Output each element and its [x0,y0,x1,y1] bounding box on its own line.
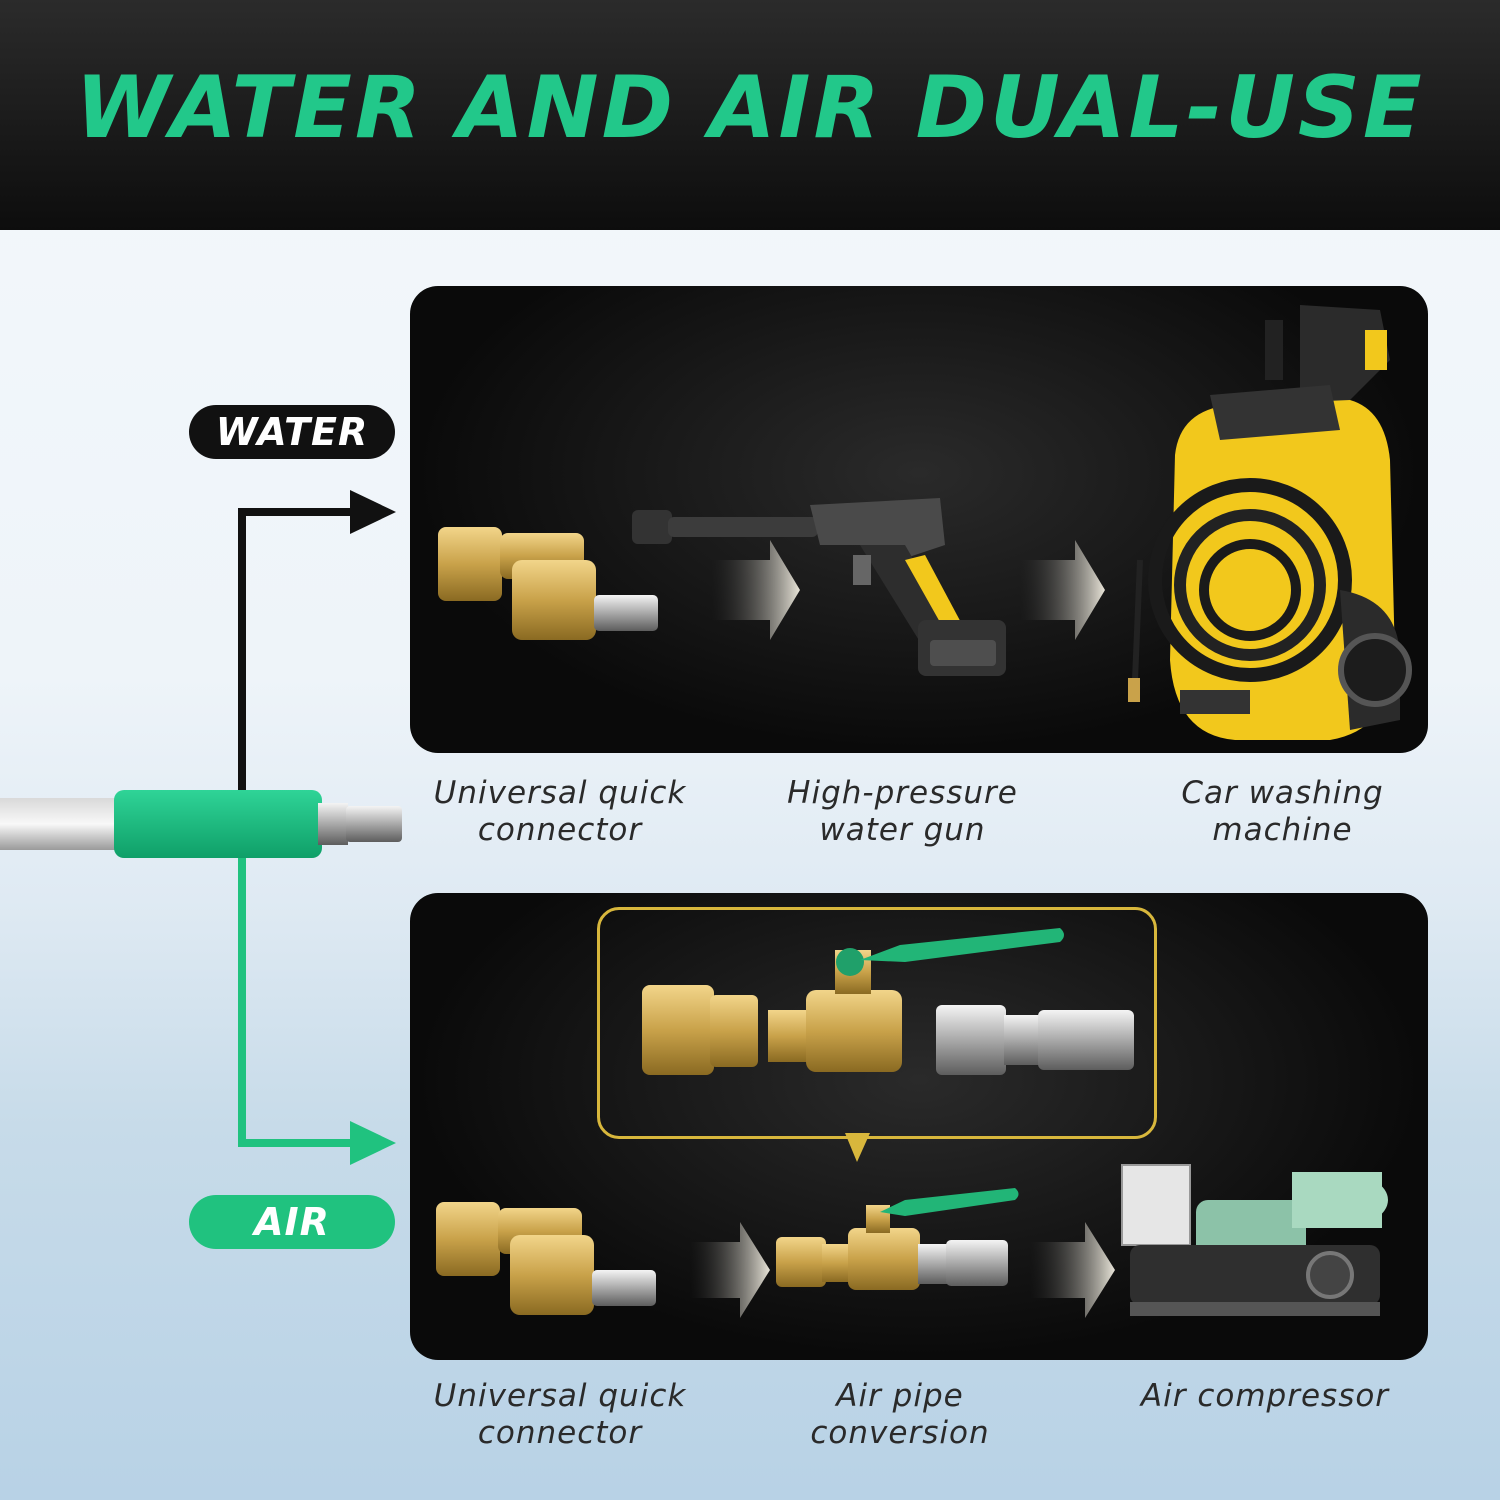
air-label-pill: AIR [189,1195,395,1249]
caption-line: High-pressure [787,775,1018,811]
water-caption-connector: Universal quick connector [410,775,710,849]
page-title: WATER AND AIR DUAL-USE [75,58,1425,158]
caption-line: machine [1212,812,1353,848]
car-washer-icon [1128,305,1412,740]
zoom-pointer [845,1133,870,1162]
caption-line: Universal quick [433,1378,687,1414]
pressure-gun-icon [632,498,1006,676]
water-label-pill: WATER [189,405,395,459]
arrow-right-icon [350,490,396,534]
water-flow-line [238,490,396,790]
arrow-right-icon [1030,1222,1115,1318]
caption-line: Universal quick [433,775,687,811]
arrow-right-icon [712,540,800,640]
ball-valve-icon [768,928,1064,1072]
water-caption-washer: Car washing machine [1150,775,1415,849]
brass-connector-icon [438,527,658,640]
water-caption-gun: High-pressure water gun [760,775,1045,849]
air-compressor-icon [1121,1164,1388,1316]
caption-line: Air pipe [836,1378,964,1414]
caption-line: conversion [810,1415,990,1451]
air-caption-compressor: Air compressor [1110,1378,1420,1415]
caption-line: Air compressor [1140,1378,1390,1414]
caption-line: Car washing [1181,775,1384,811]
caption-line: connector [477,1415,643,1451]
air-flow-line [238,858,396,1165]
arrow-right-icon [350,1121,396,1165]
header-banner: WATER AND AIR DUAL-USE [0,0,1500,230]
arrow-right-icon [1020,540,1105,640]
air-plug-icon [936,1005,1134,1075]
air-caption-connector: Universal quick connector [410,1378,710,1452]
caption-line: connector [477,812,643,848]
hose-with-quick-plug [0,790,402,858]
air-caption-conversion: Air pipe conversion [770,1378,1030,1452]
brass-connector-icon [436,1202,656,1315]
caption-line: water gun [819,812,986,848]
zoom-brass-connector-icon [642,985,758,1075]
arrow-right-icon [690,1222,770,1318]
air-pipe-conversion-icon [776,1188,1019,1290]
air-conversion-zoom-frame [597,907,1157,1139]
